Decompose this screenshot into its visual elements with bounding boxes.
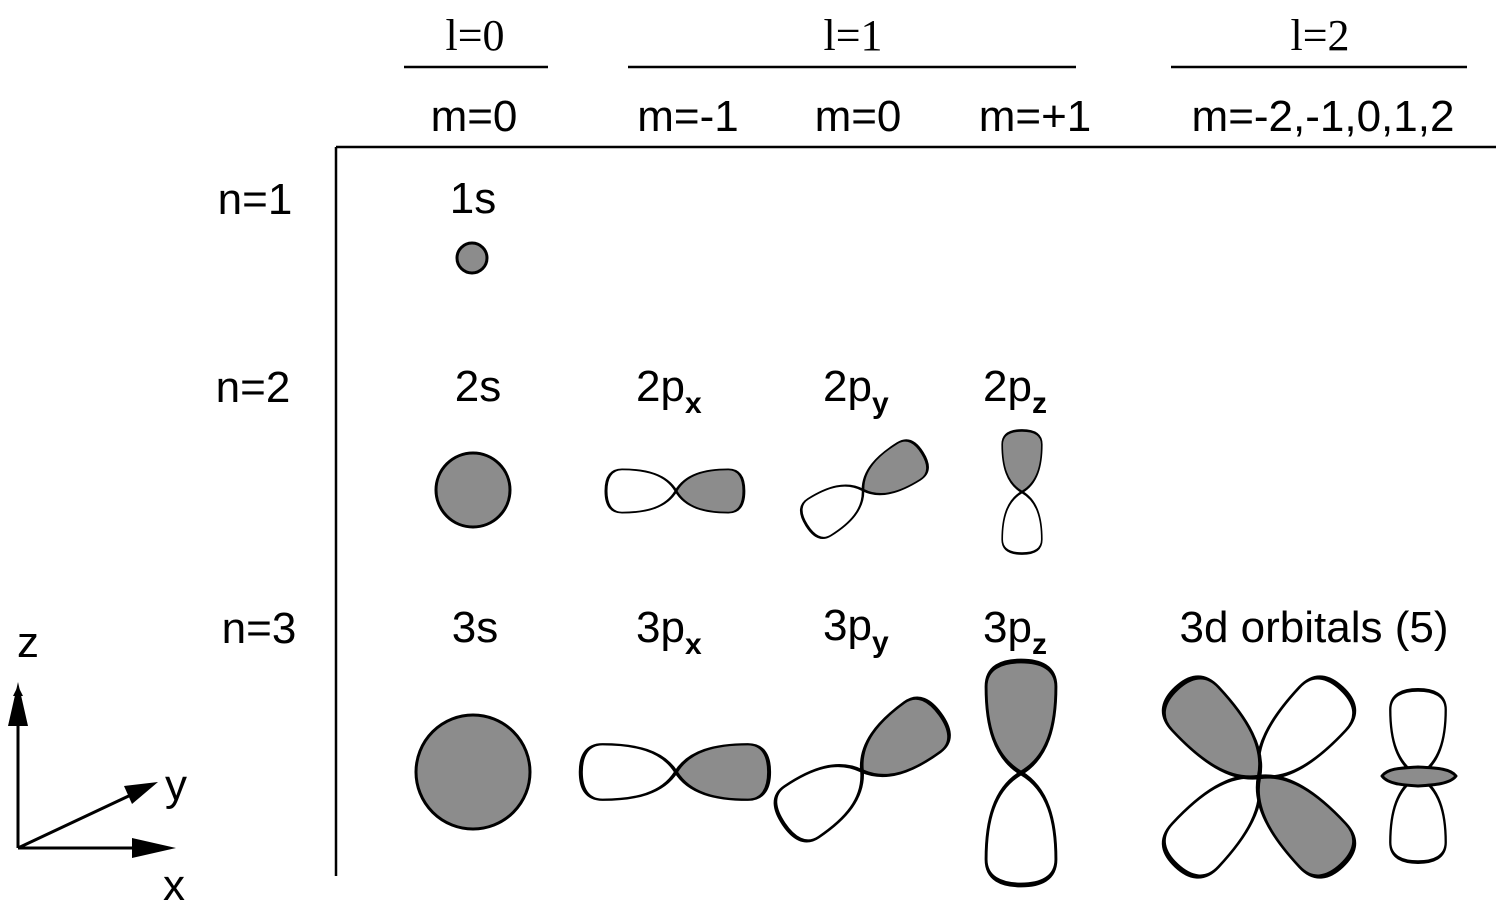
row-label-n2: n=2 <box>216 363 291 412</box>
orbital-3pz-lobe-negative <box>986 773 1056 885</box>
orbital-1s <box>455 241 489 275</box>
label-3py-base: 3p <box>823 601 872 650</box>
label-2py-base: 2p <box>823 362 872 411</box>
orbital-2px-lobe-positive <box>674 467 746 515</box>
orbital-2pz-lobe-negative <box>1000 490 1044 555</box>
label-3pz-sub: z <box>1032 628 1047 661</box>
label-3px: 3px <box>636 603 702 661</box>
label-3d: 3d orbitals (5) <box>1179 603 1448 652</box>
y-axis-label: y <box>165 761 187 810</box>
label-2py-sub: y <box>872 387 889 420</box>
label-3py-sub: y <box>872 626 889 659</box>
orbital-2px <box>604 467 746 515</box>
orbital-3px-lobe-negative <box>581 744 676 799</box>
z-axis-arrowhead <box>8 682 28 726</box>
l2-label: l=2 <box>1290 11 1349 60</box>
label-2px-base: 2p <box>636 362 685 411</box>
x-axis-label: x <box>163 861 185 905</box>
l1-m-pos1-label: m=+1 <box>979 92 1092 141</box>
l1-m-0-label: m=0 <box>815 92 902 141</box>
label-2px-sub: x <box>685 387 702 420</box>
l1-m-neg1-label: m=-1 <box>637 92 738 141</box>
y-axis-arrowhead <box>124 782 158 804</box>
label-2py: 2py <box>823 362 889 420</box>
orbital-2px-lobe-negative <box>604 467 678 515</box>
label-3py: 3py <box>823 601 889 659</box>
orbital-2pz <box>1000 429 1044 555</box>
label-3px-sub: x <box>685 628 702 661</box>
orbital-2py-lobe-positive <box>850 433 936 510</box>
orbital-3px <box>581 742 772 802</box>
orbital-2pz-lobe-positive <box>1000 429 1044 494</box>
orbital-3py <box>764 687 960 852</box>
orbital-3pz-lobe-positive <box>986 661 1056 773</box>
label-3px-base: 3p <box>636 603 685 652</box>
label-2pz: 2pz <box>983 362 1047 420</box>
orbital-3px-lobe-positive <box>674 742 772 802</box>
label-2s: 2s <box>455 362 501 411</box>
z-axis-label: z <box>17 618 39 667</box>
column-header-l1: l=1 m=-1 m=0 m=+1 <box>628 11 1091 141</box>
label-2pz-base: 2p <box>983 362 1032 411</box>
l0-label: l=0 <box>445 11 504 60</box>
label-2px: 2px <box>636 362 702 420</box>
y-axis-arrow <box>17 784 151 850</box>
coordinate-axes: z y x <box>8 618 187 905</box>
l0-m-label: m=0 <box>431 92 518 141</box>
orbital-2py <box>793 433 936 545</box>
l2-m-label: m=-2,-1,0,1,2 <box>1192 92 1455 141</box>
orbital-3pz <box>986 661 1056 885</box>
orbital-2s <box>434 451 512 529</box>
orbital-3s <box>414 713 532 831</box>
column-header-l2: l=2 m=-2,-1,0,1,2 <box>1171 11 1467 141</box>
label-1s: 1s <box>450 174 496 223</box>
row-label-n3: n=3 <box>222 604 297 653</box>
row-label-n1: n=1 <box>218 175 293 224</box>
label-2pz-sub: z <box>1032 387 1047 420</box>
label-3pz: 3pz <box>983 603 1047 661</box>
l1-label: l=1 <box>823 11 882 60</box>
label-3pz-base: 3p <box>983 603 1032 652</box>
x-axis-arrowhead <box>132 838 176 858</box>
orbital-3dz2-lobe-top <box>1388 688 1448 778</box>
column-header-l0: l=0 m=0 <box>404 11 548 141</box>
label-3s: 3s <box>452 603 498 652</box>
orbital-3dz2 <box>1380 688 1458 864</box>
orbital-3dz2-lobe-bottom <box>1388 774 1448 864</box>
orbital-3d-cloverleaf <box>1153 667 1365 887</box>
orbital-3dz2-torus <box>1380 765 1458 788</box>
